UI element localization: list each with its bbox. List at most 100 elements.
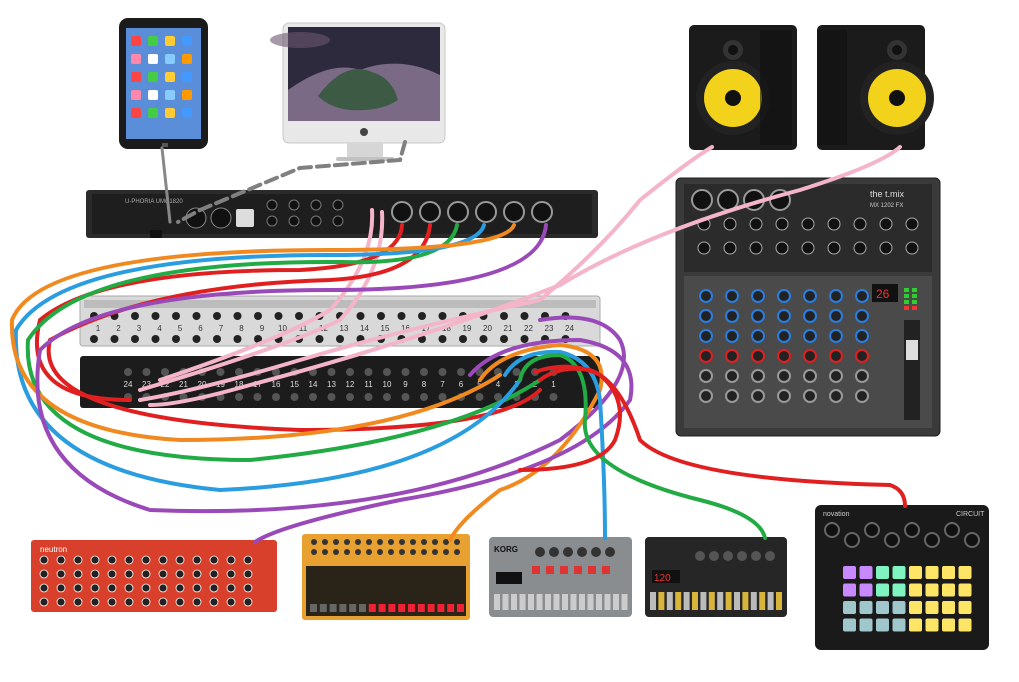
groove-key [759,592,766,610]
mixer-knob [751,289,765,303]
drum-knob [377,539,383,545]
patch-label: 20 [483,324,492,333]
speaker-left [689,25,797,150]
patch-jack [272,393,280,401]
mixer-jack [775,217,789,231]
mixer-knob [751,349,765,363]
mixer-knob [777,289,791,303]
groove-knob [695,551,705,561]
app-icon [182,72,192,82]
mixer-knob [725,369,739,383]
neutron-knob [90,555,100,565]
synth-neutron: neutron [31,540,277,612]
xlr-jack [503,201,525,223]
meter-led [904,288,909,292]
drum-knob [366,549,372,555]
touch-key [604,594,611,610]
circuit-pad [942,566,955,579]
drum-knob [355,549,361,555]
circuit-knob [944,522,960,538]
interface-brand: U-PHORIA UMC1820 [125,199,183,205]
mixer-knob [699,329,713,343]
mixer-level-meter [904,288,917,310]
patch-jack [438,335,447,343]
mixer-knob [855,389,869,403]
drum-machine-knobs [311,539,460,555]
patch-label: 17 [422,324,431,333]
patch-jack [151,312,160,320]
tablet [119,18,208,149]
patch-jack [500,335,508,343]
patch-label: 14 [360,324,369,333]
patch-jack [457,368,465,376]
mixer-knob [803,289,817,303]
touch-key [562,594,568,610]
patch-jack [272,368,280,376]
touch-key [579,594,585,610]
app-icon [131,54,141,64]
drum-knob [421,549,427,555]
patch-label: 13 [327,380,336,389]
circuit-knobs [824,522,980,548]
mixer-knob [699,389,713,403]
circuit-pad [942,601,955,614]
step-button [427,604,435,612]
patch-label: 8 [239,324,244,333]
drum-knob [388,539,394,545]
mixer-knob [699,369,713,383]
meter-led [912,306,917,310]
korg-button [588,566,596,574]
mixer-jack-inputs [697,217,919,255]
mixer-knob [725,329,739,343]
mixer-knob [777,329,791,343]
xlr-jack [447,201,469,223]
neutron-knob [192,555,202,565]
app-icon [131,90,141,100]
touch-key [536,594,543,610]
korg-knob [605,547,615,557]
step-button [447,604,455,612]
patch-label: 2 [116,324,121,333]
step-button [417,604,425,612]
patch-label: 7 [219,324,224,333]
xlr-jack [475,201,497,223]
drum-knob [333,539,339,545]
patch-jack [401,368,410,376]
korg-button [560,566,568,574]
touch-key [502,594,509,610]
mixer-knob [777,349,791,363]
touch-key [596,594,602,610]
mixer-knob [803,349,817,363]
circuit-pad [892,566,906,579]
meter-led [912,300,917,304]
circuit-pad [925,618,939,632]
cable-blue [13,223,522,493]
mixer-jack [879,241,893,255]
patch-jack [235,393,243,401]
circuit-pad [892,583,906,597]
desktop-computer [270,22,446,161]
neutron-knob [73,583,83,593]
mixer-jack [723,217,737,231]
mixer-master-fader [906,340,918,360]
neutron-knob [226,555,236,565]
patch-jack [254,312,262,320]
patch-jack [131,312,139,320]
circuit-knob [884,532,900,548]
circuit-knob [924,532,940,548]
patch-jack [356,312,365,320]
app-icon [165,54,175,64]
patch-jack [274,312,283,320]
mixer-knob [803,309,817,323]
touch-key [494,594,500,610]
groove-key [658,592,665,610]
patch-label: 1 [551,380,556,389]
groove-knob [709,551,719,561]
drum-knob [333,549,339,555]
neutron-knob [158,569,168,579]
groove-knob [751,551,761,561]
korg-knob [563,547,573,557]
drum-knob [432,549,438,555]
step-button [329,604,337,612]
patch-jack [327,368,336,376]
